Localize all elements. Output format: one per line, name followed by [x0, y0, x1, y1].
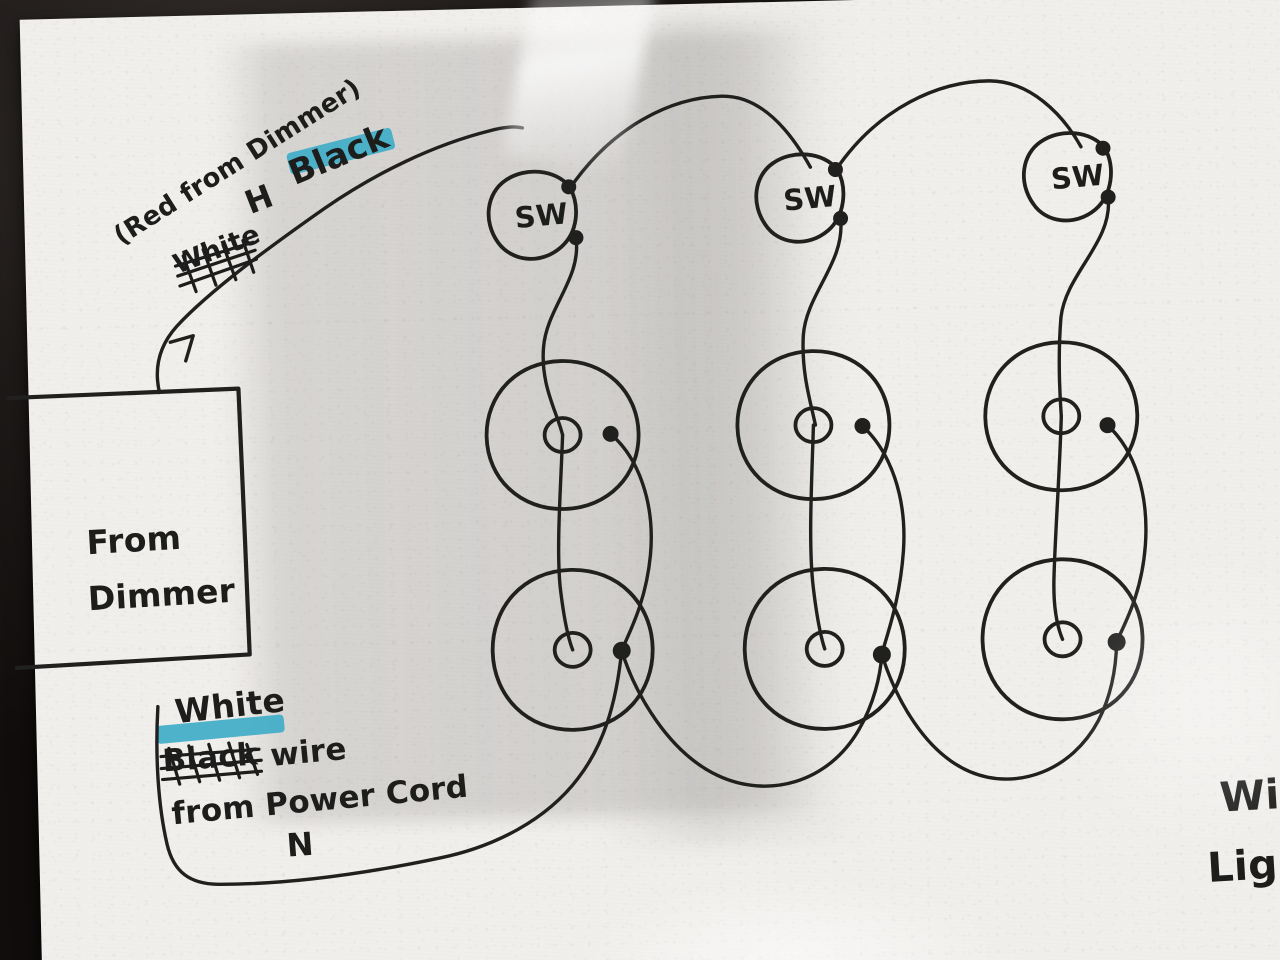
- switch-sw3[interactable]: SW: [1021, 131, 1116, 223]
- sw1-to-lamp-top-1: [541, 235, 579, 437]
- switch-sw1[interactable]: SW: [486, 169, 584, 261]
- annotation-neutral-letter: N: [285, 825, 315, 865]
- lamp-top1-to-bottom1: [608, 432, 653, 653]
- annotation-hot-struck-word: White: [169, 219, 265, 281]
- paper-sheet: SW SW SW: [6, 0, 1280, 960]
- switch-label: SW: [782, 179, 838, 218]
- lamp2-center-link: [808, 423, 827, 651]
- hot-flow-arrowhead: [168, 334, 195, 363]
- strikeout-neutral: [159, 741, 264, 786]
- lamp-center-terminal: [804, 630, 845, 668]
- lamp-series-wires: [556, 414, 1065, 652]
- lamp-terminal-link-wires: [608, 423, 1148, 657]
- sw2-to-lamp-top-2: [801, 216, 843, 427]
- flash-glare-bottom: [580, 876, 1004, 960]
- switch-label: SW: [1049, 158, 1105, 197]
- lamp-center-terminal: [1042, 620, 1083, 659]
- annotation-neutral-line2: from Power Cord: [170, 769, 470, 833]
- highlighter-marks: [156, 127, 396, 744]
- lamp1-center-link: [556, 433, 575, 652]
- flash-glare-right: [1052, 548, 1280, 856]
- switch-terminal-in: [1095, 140, 1111, 156]
- highlighter-black: [286, 127, 396, 175]
- sw3-to-lamp-top-3: [1057, 195, 1111, 418]
- lamp-top2-to-bottom2: [860, 424, 906, 657]
- hot-wire-path: [155, 79, 1083, 395]
- switch-sw2[interactable]: SW: [754, 152, 849, 244]
- diagram-ink-layer: SW SW SW: [6, 73, 1280, 892]
- switch-label: SW: [513, 196, 569, 235]
- title-line-1: Wiri: [1218, 768, 1280, 821]
- switch-terminal-in: [561, 179, 577, 195]
- lamp-top3-to-bottom3: [1105, 423, 1148, 644]
- highlighter-white: [156, 714, 285, 744]
- switch-terminal-in: [827, 162, 843, 178]
- title-line-2: Light: [1206, 837, 1280, 892]
- strikeout-hot: [173, 238, 258, 294]
- from-dimmer-box: [6, 386, 252, 671]
- source-box-label-line1: From: [85, 518, 182, 562]
- source-box-label-line2: Dimmer: [87, 571, 237, 619]
- lamp-center-terminal: [552, 630, 593, 669]
- switch-to-lamp-wires: [541, 195, 1111, 437]
- neutral-wire-path: [155, 640, 1119, 886]
- annotation-hot-letter: H: [239, 177, 278, 222]
- annotation-neutral-rest: wire: [269, 731, 348, 774]
